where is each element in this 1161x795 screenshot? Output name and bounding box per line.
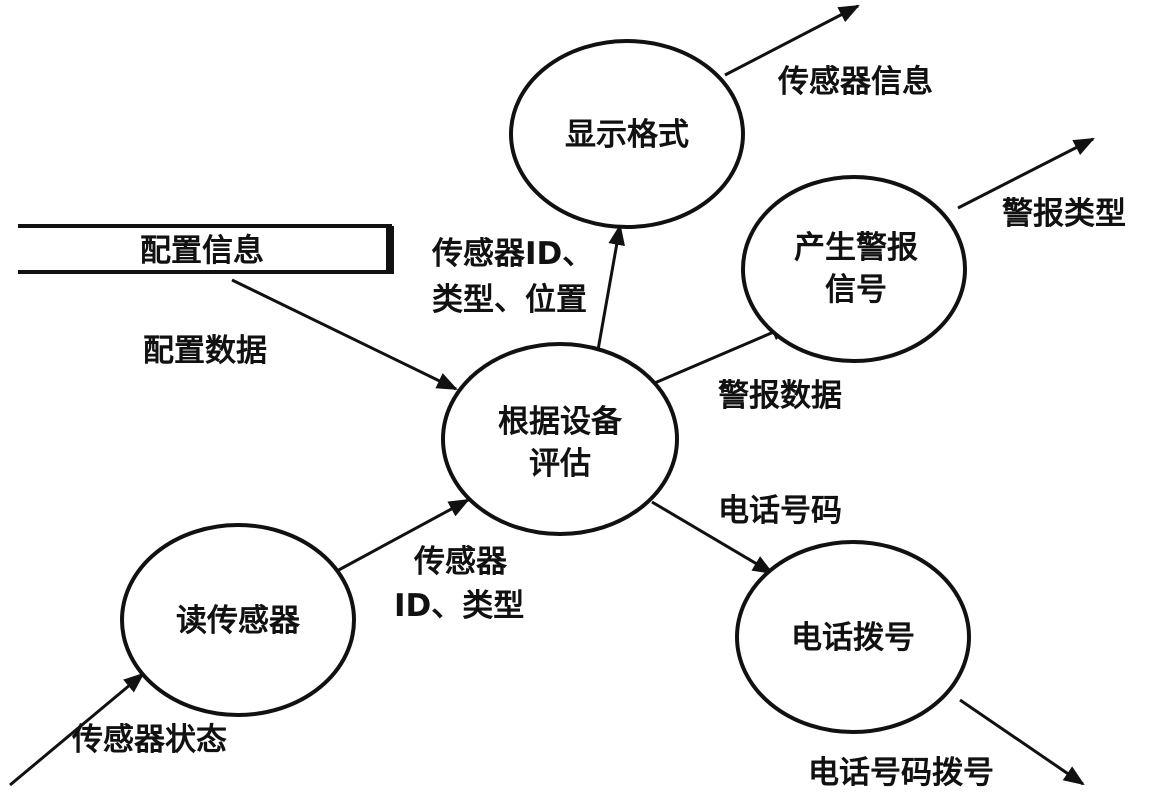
- process-label-line2: 信号: [825, 272, 887, 308]
- process-circle: [741, 175, 967, 363]
- process-label-line1: 产生警报: [794, 230, 918, 266]
- process-evaluate-by-device: 根据设备 评估: [441, 342, 679, 536]
- process-phone-dial: 电话拨号: [735, 540, 971, 734]
- process-label-line1: 根据设备: [498, 404, 623, 440]
- flow-phone-number: [651, 500, 774, 575]
- flow-alarm-data: [649, 323, 792, 387]
- process-label-line2: 评估: [529, 446, 591, 482]
- process-circle: [735, 540, 971, 734]
- process-circle: [509, 39, 745, 229]
- label-sensor-state: 传感器状态: [71, 722, 227, 758]
- flow-sensor-state: [9, 672, 145, 787]
- process-generate-alarm: 产生警报 信号: [741, 175, 967, 363]
- label-phone-number-dial: 电话号码拨号: [808, 755, 994, 791]
- flow-to-display: [596, 223, 625, 351]
- label-sensor-info: 传感器信息: [777, 64, 933, 100]
- flow-sensor-id-type: [334, 498, 470, 574]
- store-label: 配置信息: [140, 233, 264, 269]
- label-alarm-type: 警报类型: [1002, 196, 1126, 232]
- process-circle: [120, 523, 356, 717]
- process-circle: [441, 342, 679, 536]
- process-read-sensor: 读传感器: [120, 523, 356, 717]
- process-label: 显示格式: [565, 117, 689, 153]
- label-sensor-id-type-pos-2: 类型、位置: [432, 282, 587, 318]
- store-right-edge: [386, 226, 394, 274]
- flow-phone-dial: [959, 698, 1085, 786]
- label-sensor-id-type-pos-1: 传感器ID、: [431, 236, 593, 272]
- label-alarm-data: 警报数据: [718, 378, 842, 414]
- flow-sensor-info: [724, 4, 860, 77]
- process-label: 读传感器: [176, 603, 301, 639]
- flow-config-data: [231, 278, 458, 391]
- label-phone-number: 电话号码: [718, 493, 842, 529]
- label-sensor-id-type-2: ID、类型: [394, 588, 524, 624]
- config-info-store: 配置信息: [18, 224, 394, 274]
- label-sensor-id-type-1: 传感器: [413, 544, 508, 580]
- label-config-data: 配置数据: [143, 333, 267, 369]
- process-display-format: 显示格式: [509, 39, 745, 229]
- flow-alarm-type: [957, 137, 1095, 210]
- process-label: 电话拨号: [791, 620, 915, 656]
